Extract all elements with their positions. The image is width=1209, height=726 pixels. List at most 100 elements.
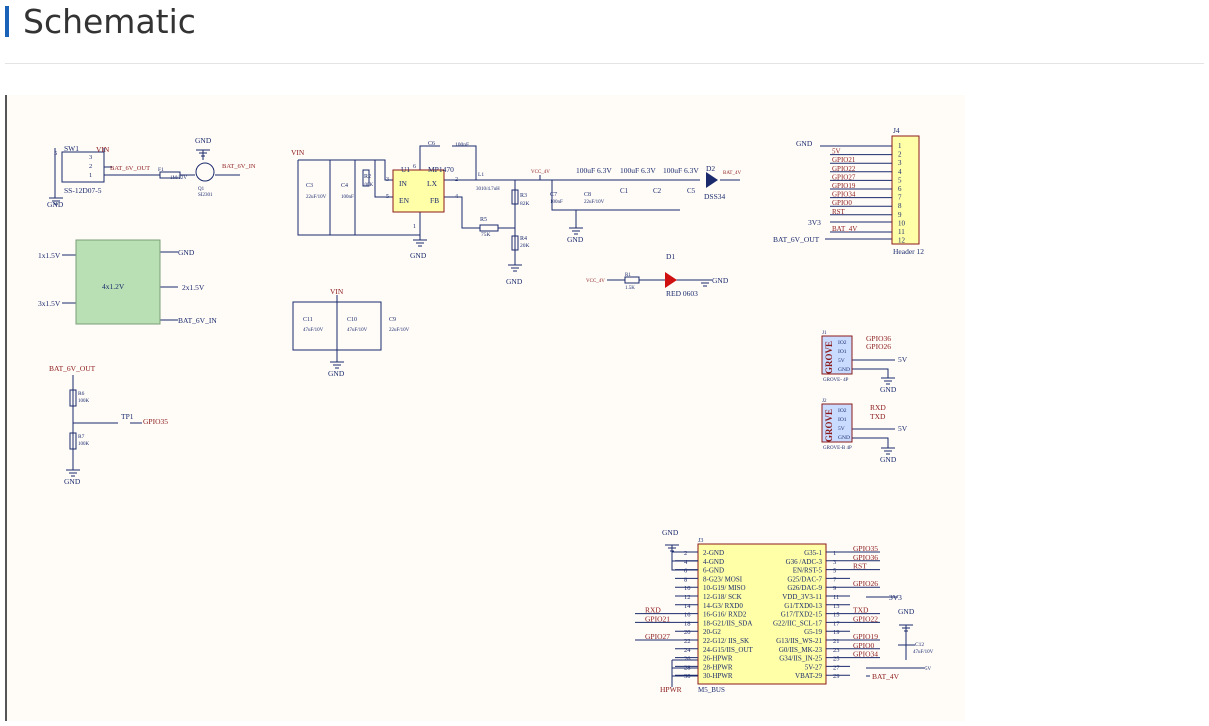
d2-value: DSS34: [704, 192, 726, 201]
tp1-label: TP1: [121, 412, 134, 421]
bat6v-in-net: BAT_6V_IN: [222, 163, 256, 170]
gnd-label-j2: GND: [880, 455, 897, 464]
l1-label: L1: [478, 172, 484, 178]
ground-symbols: [49, 149, 913, 632]
j4-pin-net: GPIO34: [832, 191, 856, 199]
j2-grove: [821, 403, 853, 443]
j4-label: J4: [893, 126, 900, 135]
j3-right-pin-label: G5-19: [804, 628, 822, 636]
j3-right-pin-label: EN/RST-5: [793, 567, 823, 575]
r3-label: R3: [520, 193, 527, 199]
c11-label: C11: [303, 317, 313, 323]
j3-left-pin-number: 26: [684, 656, 691, 663]
ground-symbol: [49, 197, 63, 205]
d2-diode: [706, 172, 718, 188]
sw1-pin3: 3: [89, 154, 92, 161]
cap-c2-rating: 100uF 6.3V: [620, 166, 656, 175]
grove-a-part: GROVE- 4P: [823, 378, 849, 383]
j4-pin-net: GPIO21: [832, 156, 856, 164]
pin-num-4: 4: [455, 194, 458, 200]
pin-in: IN: [399, 179, 407, 188]
j3-left-pin-number: 22: [684, 638, 691, 645]
battery-pack: [75, 239, 161, 325]
j3-left-pin-label: 6-GND: [703, 567, 724, 575]
j2-5v: 5V: [838, 426, 845, 432]
gpio26-net-j1: GPIO26: [866, 342, 891, 351]
j3-right-pin-label: G35-1: [804, 549, 822, 557]
v3v3-net-j4: 3V3: [808, 218, 821, 227]
r7-value: 100K: [78, 442, 90, 447]
vcc4v-net: VCC_4V: [531, 170, 550, 175]
mp1470-label: MP1470: [428, 165, 454, 174]
r3-resistor: [511, 189, 519, 205]
hpwr-net: HPWR: [660, 685, 682, 694]
ground-symbol: [66, 469, 80, 477]
d1-label: D1: [666, 252, 675, 261]
j3-right-pin-number: 23: [833, 647, 840, 654]
j3-left-pin-number: 2: [684, 550, 687, 557]
j4-pin-number: 1: [898, 142, 902, 150]
j3-left-pin-number: 20: [684, 629, 691, 636]
c10-value: 47uF/10V: [347, 328, 368, 333]
f1-label: F1: [158, 167, 164, 173]
c8-label: C8: [584, 192, 591, 198]
j3-left-pin-label: 26-HPWR: [703, 655, 733, 663]
j2-gnd: GND: [838, 435, 850, 441]
gnd-label-d1: GND: [712, 276, 729, 285]
c10-label: C10: [347, 317, 357, 323]
r2-value: 100K: [362, 183, 374, 188]
ground-symbol: [881, 447, 895, 455]
j3-left-net-label: RXD: [645, 606, 661, 615]
j3-right-pin-number: 9: [833, 585, 836, 592]
j3-left-pin-label: 22-G12/ IIS_SK: [703, 637, 749, 645]
c8-value: 22uF/10V: [584, 200, 605, 205]
j3-left-pin-label: 8-G23/ MOSI: [703, 575, 743, 583]
l1-value: 3010/4.7uH: [476, 187, 500, 192]
j3-left-net-label: GPIO27: [645, 632, 670, 641]
r4-label: R4: [520, 236, 527, 242]
gnd-label-c12: GND: [898, 607, 915, 616]
sw1-body: [61, 151, 105, 183]
j1-gnd: GND: [838, 367, 850, 373]
battery-4x: 4x1.2V: [102, 282, 125, 291]
c6-value: 100nF: [455, 142, 469, 148]
j3-right-pin-label: G22/IIC_SCL-17: [773, 619, 823, 627]
gnd-label-div: GND: [64, 477, 81, 486]
ground-symbol: [881, 377, 895, 385]
gnd-label-j3: GND: [662, 528, 679, 537]
j3-left-pin-label: 12-G18/ SCK: [703, 593, 742, 601]
j3-right-pin-label: G13/IIS_WS-21: [776, 637, 822, 645]
r2-resistor: [362, 169, 370, 187]
q1-mosfet: [195, 162, 215, 182]
j3-left-pin-label: 10-G19/ MISO: [703, 584, 746, 592]
r1-label: R1: [625, 273, 631, 278]
j3-label: J3: [698, 538, 703, 544]
j3-left-pin-label: 20-G2: [703, 628, 721, 636]
j2-label: J2: [822, 399, 827, 404]
j4-part-label: Header 12: [893, 247, 924, 256]
j4-pin-number: 6: [898, 185, 902, 193]
page-title: Schematic: [23, 2, 196, 41]
gnd-label-caps: GND: [328, 369, 345, 378]
j3-right-pin-label: VBAT-29: [795, 672, 822, 680]
r5-label: R5: [480, 217, 487, 223]
c7-label: C7: [550, 192, 557, 198]
j3-right-net-label: GPIO26: [853, 579, 878, 588]
gnd-label-mp1470: GND: [410, 251, 427, 260]
j3-right-pin-label: G26/DAC-9: [787, 584, 822, 592]
j3-left-pin-number: 30: [684, 673, 691, 680]
j3-left-pin-number: 16: [684, 612, 691, 619]
j4-pin-number: 8: [898, 202, 902, 210]
pin-num-3: 3: [386, 177, 389, 183]
r5-resistor: [479, 224, 499, 232]
c4-value: 100nF: [341, 195, 354, 200]
j1-5v: 5V: [838, 358, 845, 364]
pin-fb: FB: [430, 196, 439, 205]
gnd-label-pack: GND: [178, 248, 195, 257]
j3-left-pin-number: 6: [684, 568, 688, 575]
pin-num-2: 2: [455, 177, 458, 183]
pin-num-5: 5: [386, 194, 389, 200]
j4-pin-net: BAT_4V: [832, 225, 857, 233]
pin-num-6: 6: [413, 164, 416, 170]
